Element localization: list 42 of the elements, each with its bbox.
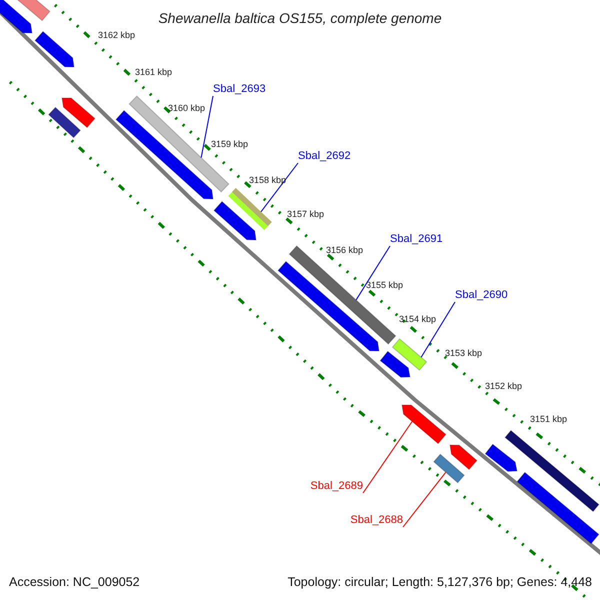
gene-label: Sbal_2692 — [298, 150, 351, 163]
leader-line — [200, 96, 214, 158]
gene-bar — [61, 98, 96, 128]
kbp-label: 3153 kbp — [445, 348, 482, 359]
gene-bar — [504, 430, 600, 512]
gene-bar — [449, 444, 478, 470]
gene-label: Sbal_2693 — [213, 83, 266, 96]
leader-line — [420, 302, 456, 358]
kbp-label: 3157 kbp — [287, 209, 324, 220]
gene-bar — [48, 106, 82, 138]
accession-text: Accession: NC_009052 — [9, 574, 140, 590]
gene-label: Sbal_2691 — [390, 233, 443, 246]
kbp-label: 3162 kbp — [98, 30, 136, 41]
gene-bar — [392, 338, 428, 371]
gene-bar — [433, 454, 465, 484]
gene-bar — [128, 95, 230, 193]
gene-bar — [484, 444, 518, 472]
leader-line — [362, 420, 413, 494]
gene-bar — [34, 30, 75, 68]
leader-line — [356, 246, 390, 300]
kbp-label: 3154 kbp — [399, 314, 436, 325]
kbp-label: 3161 kbp — [135, 67, 172, 78]
leader-line — [260, 162, 298, 212]
leader-line — [402, 472, 446, 528]
kbp-label: 3160 kbp — [168, 103, 206, 114]
map-title: Shewanella baltica OS155, complete genome — [157, 9, 443, 27]
gene-bar — [15, 0, 51, 22]
kbp-label: 3156 kbp — [326, 245, 364, 256]
kbp-label: 3159 kbp — [211, 139, 248, 150]
gene-bar — [0, 0, 33, 34]
gene-bar — [401, 404, 447, 444]
gene-label: Sbal_2690 — [455, 289, 508, 302]
genome-info-text: Topology: circular; Length: 5,127,376 bp; Genes: 4,448 — [288, 574, 592, 590]
kbp-label: 3155 kbp — [366, 280, 404, 291]
gene-bar — [516, 472, 600, 544]
kbp-label: 3158 kbp — [249, 175, 286, 186]
gene-label: Sbal_2688 — [350, 514, 403, 527]
gene-label: Sbal_2689 — [310, 480, 363, 493]
kbp-label: 3151 kbp — [530, 414, 568, 425]
gene-bar — [380, 350, 411, 378]
kbp-label: 3152 kbp — [485, 381, 522, 392]
gene-bar — [213, 200, 257, 241]
